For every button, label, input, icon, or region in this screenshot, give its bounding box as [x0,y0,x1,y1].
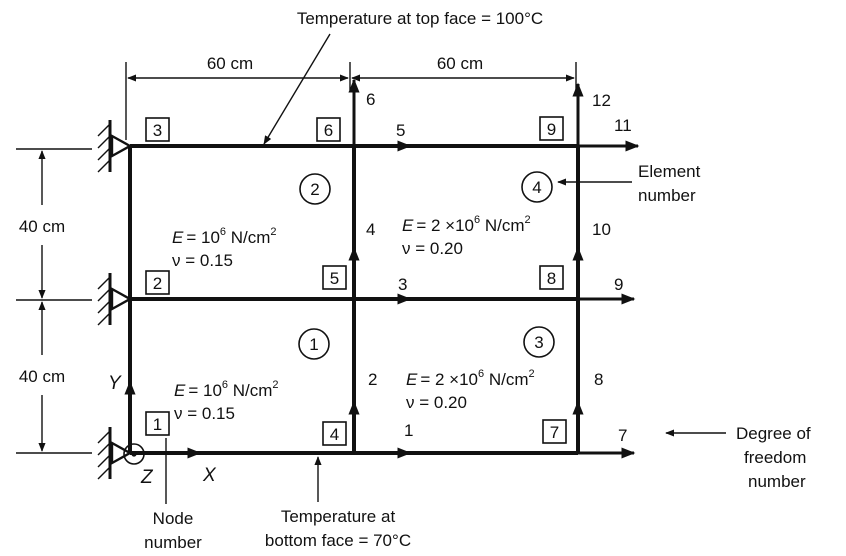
dof-number: 4 [366,220,375,239]
element-number: 2 [310,180,319,199]
poisson-ratio-label: ν = 0.20 [402,239,463,258]
node-number: 6 [324,121,333,140]
top-temperature-label: Temperature at top face = 100°C [297,9,543,28]
dof-number: 2 [368,370,377,389]
dof-number: 9 [614,275,623,294]
y-axis-label: Y [108,373,122,394]
top-temperature-leader [263,33,331,145]
dof-label-line3: number [748,472,806,491]
dof-number: 1 [404,421,413,440]
element-number: 4 [532,178,541,197]
modulus-label: E= 2 ×106 N/cm2 [402,214,531,235]
dof-number: 12 [592,91,611,110]
dof-number: 7 [618,426,627,445]
modulus-label: E= 2 ×106 N/cm2 [406,368,535,389]
width-dimension-right-label: 60 cm [437,54,483,73]
dimension-lines: 60 cm 60 cm 40 cm 40 cm [16,54,577,454]
dof-numbers: 1 2 3 4 5 6 7 8 9 10 11 12 [366,90,632,445]
node-number: 4 [330,425,339,444]
node-number: 3 [153,121,162,140]
dof-number: 8 [594,370,603,389]
support-node-2 [97,273,133,326]
node-number-label-line1: Node [153,509,194,528]
element-2-properties: E= 106 N/cm2 ν = 0.15 [172,226,277,270]
node-number: 1 [153,415,162,434]
support-node-1 [97,427,133,480]
poisson-ratio-label: ν = 0.15 [172,251,233,270]
node-number: 9 [547,120,556,139]
dof-number: 3 [398,275,407,294]
annotations: Temperature at top face = 100°C Temperat… [144,9,811,552]
poisson-ratio-label: ν = 0.15 [174,404,235,423]
element-3-properties: E= 2 ×106 N/cm2 ν = 0.20 [406,368,535,412]
dof-number: 11 [614,116,632,135]
bottom-temperature-label-line2: bottom face = 70°C [265,531,411,550]
node-number: 8 [547,269,556,288]
dof-number: 10 [592,220,611,239]
element-numbers: 1 2 3 4 [298,171,555,360]
dof-arrows [348,78,640,459]
width-dimension-left-label: 60 cm [207,54,253,73]
dof-number: 6 [366,90,375,109]
height-dimension-bottom-label: 40 cm [19,367,65,386]
modulus-label: E= 106 N/cm2 [172,226,277,247]
element-number-label-line2: number [638,186,696,205]
node-number: 2 [153,274,162,293]
dof-label-line1: Degree of [736,424,811,443]
poisson-ratio-label: ν = 0.20 [406,393,467,412]
height-dimension-top-label: 40 cm [19,217,65,236]
global-axes: Y X Z [108,373,217,488]
bottom-temperature-label-line1: Temperature at [281,507,396,526]
z-axis-label: Z [140,467,154,488]
modulus-label: E= 106 N/cm2 [174,379,279,400]
node-number-label-line2: number [144,533,202,552]
dof-number: 5 [396,121,405,140]
z-axis-circle-icon [123,443,145,465]
element-1-properties: E= 106 N/cm2 ν = 0.15 [174,379,279,423]
support-node-3 [97,120,133,173]
element-number-label-line1: Element [638,162,701,181]
element-number: 3 [534,333,543,352]
dof-label-line2: freedom [744,448,806,467]
element-4-properties: E= 2 ×106 N/cm2 ν = 0.20 [402,214,531,258]
node-number: 5 [330,269,339,288]
node-number: 7 [550,423,559,442]
x-axis-label: X [202,465,217,486]
element-number: 1 [309,335,318,354]
node-numbers: 1 2 3 4 5 6 7 8 9 [145,116,567,446]
